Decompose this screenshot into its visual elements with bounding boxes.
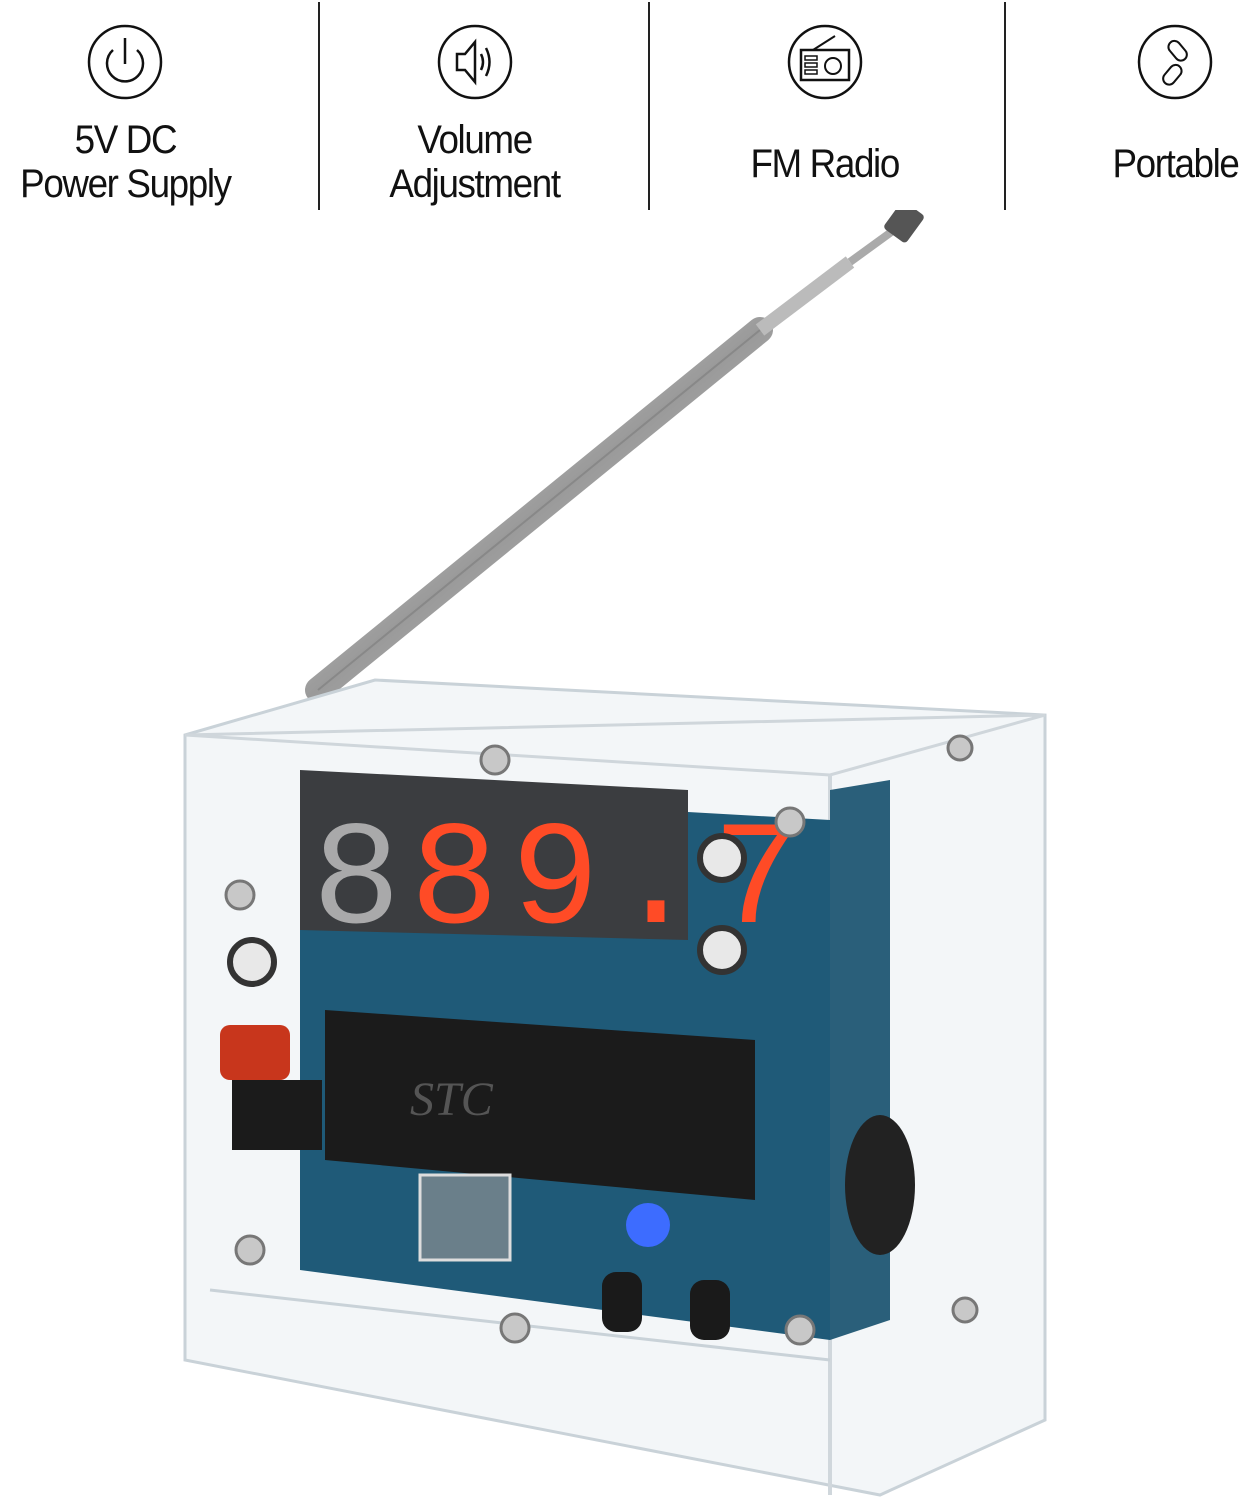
screws [224, 734, 979, 1346]
chip-label: STC [410, 1073, 494, 1126]
capacitor [697, 833, 747, 883]
dc-jack [232, 1080, 322, 1150]
capacitor [227, 937, 277, 987]
divider [648, 2, 650, 210]
divider [1004, 2, 1006, 210]
feature-label: Portable [1111, 142, 1239, 186]
speaker-volume-icon [437, 24, 513, 100]
feature-label: FM Radio [750, 142, 901, 186]
tune-button [602, 1272, 642, 1332]
feature-label-line1: Volume [417, 118, 534, 162]
fm-radio-kit-product-photo: 89.7 8 STC [183, 210, 1047, 1497]
svg-text:8: 8 [312, 800, 401, 967]
divider [318, 2, 320, 210]
blue-led [626, 1203, 670, 1247]
radio-icon [787, 24, 863, 100]
volume-wheel [845, 1115, 915, 1255]
fm-module [418, 1173, 512, 1262]
microcontroller-chip: STC [325, 1010, 755, 1200]
feature-volume: Volume Adjustment [350, 0, 600, 215]
feature-portable: Portable [1050, 0, 1251, 215]
feature-power: 5V DC Power Supply [0, 0, 250, 215]
tune-button [690, 1280, 730, 1340]
power-icon [87, 24, 163, 100]
capacitor [697, 925, 747, 975]
display-reading-text: 89.7 [410, 800, 813, 967]
feature-fm-radio: FM Radio [700, 0, 950, 215]
feature-label-line1: 5V DC [74, 118, 177, 162]
capsule-portable-icon [1137, 24, 1213, 100]
telescopic-antenna [305, 210, 924, 703]
feature-label-line2: Adjustment [389, 162, 562, 206]
power-button [220, 1025, 290, 1080]
feature-label-line2: Power Supply [19, 162, 232, 206]
